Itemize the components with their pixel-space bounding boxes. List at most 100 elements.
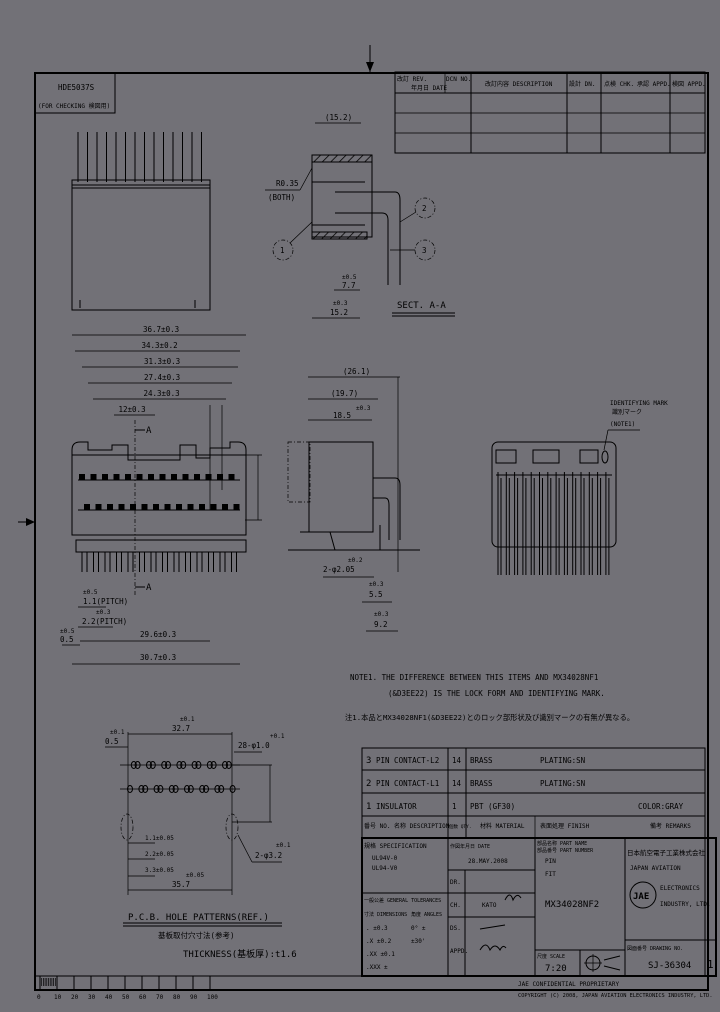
side-dim-2-phi: 2-φ2.05 <box>323 565 355 574</box>
sect-radius: R0.35 <box>276 179 299 188</box>
title-block: 規格 SPECIFICATION UL94V-0 UL94-V0 一般公差 GE… <box>361 837 717 999</box>
parts-material: BRASS <box>470 756 493 765</box>
pcb-hole <box>229 785 236 793</box>
contact-lower <box>164 504 171 510</box>
identifying-mark-label-jp: 識別マーク <box>612 408 642 416</box>
note-line-jp: 注1.本品とMX34028NF1(&D3EE22)とのロック部形状及び識別マーク… <box>345 713 634 722</box>
pcb-hole <box>222 761 228 769</box>
pcb-dim-1-1: 1.1±0.05 <box>145 835 174 842</box>
pcb-title-jp: 基板取付穴寸法(参考) <box>158 930 235 940</box>
front-dim-label: ±0.3 <box>96 609 111 616</box>
side-tol-5-5: ±0.3 <box>369 581 384 588</box>
balloon-3: 3 <box>422 246 427 255</box>
rev-header-description: 改訂内容 DESCRIPTION <box>485 80 553 88</box>
rev-header-dn: 設計 DN. <box>569 80 595 88</box>
ruler-label: 10 <box>54 994 62 1001</box>
part-sub: PIN <box>545 858 556 865</box>
role-ch: CH. <box>450 902 461 909</box>
scale-value: 7:20 <box>545 964 567 974</box>
pcb-hole <box>130 761 137 769</box>
pcb-hole <box>146 761 152 769</box>
contact-lower <box>95 504 102 510</box>
role-ds: DS. <box>450 925 461 932</box>
part-name-label: 部品名称 PART NAME <box>537 840 587 847</box>
side-dim-18-5: 18.5 <box>333 411 351 420</box>
contact-upper <box>102 474 108 480</box>
pcb-tol-0-5: ±0.1 <box>110 729 125 736</box>
approver-signature <box>479 944 507 952</box>
parts-no: 2 <box>366 779 371 789</box>
contact-upper <box>148 474 154 480</box>
pcb-hole <box>214 785 221 793</box>
parts-qty: 14 <box>452 756 462 765</box>
left-center-arrow <box>18 518 35 526</box>
sheet-border <box>34 72 709 991</box>
contact-upper <box>125 474 131 480</box>
contact-lower <box>84 504 90 510</box>
parts-description: PIN CONTACT-L1 <box>376 779 439 788</box>
note-line-1: NOTE1. THE DIFFERENCE BETWEEN THIS ITEMS… <box>350 673 598 682</box>
sect-tol-1: ±0.5 <box>342 274 357 281</box>
note-line-2: (&D3EE22) IS THE LOCK FORM AND IDENTIFYI… <box>388 689 605 698</box>
balloon-1: 1 <box>280 246 285 255</box>
contact-upper <box>217 474 223 480</box>
front-view: 36.7±0.334.3±0.231.3±0.327.4±0.324.3±0.3… <box>60 325 262 665</box>
ruler-label: 70 <box>156 994 164 1001</box>
svg-text:JAE: JAE <box>633 892 649 902</box>
parts-description: INSULATOR <box>376 802 417 811</box>
pcb-hole <box>142 785 149 793</box>
pcb-hole <box>218 785 225 793</box>
pcb-hole <box>127 785 133 793</box>
rev-header-appd: 承認 APPD. <box>637 80 671 88</box>
parts-header-material: 材料 MATERIAL <box>480 822 525 830</box>
front-dim-label: 1.1(PITCH) <box>83 597 128 606</box>
rev-header-dcn: DCN NO. <box>446 76 471 83</box>
parts-no: 3 <box>366 756 371 766</box>
front-dim-label: 0.5 <box>60 635 74 644</box>
stamp-code: HDE5037S <box>58 83 95 92</box>
contact-lower <box>187 504 194 510</box>
contact-lower <box>107 504 113 510</box>
pcb-hole <box>180 761 187 769</box>
contact-lower <box>210 504 217 510</box>
pcb-hole <box>161 761 168 769</box>
pcb-hole <box>168 785 175 793</box>
side-dim-9-2: 9.2 <box>374 620 388 629</box>
contact-lower <box>153 504 159 510</box>
section-mark-a-bottom: A <box>146 583 152 593</box>
pcb-hole <box>134 761 141 769</box>
company-name-en-3: INDUSTRY, LTD. <box>660 901 711 908</box>
side-dim-19-7: (19.7) <box>331 389 358 398</box>
pcb-tol-32-7: ±0.1 <box>180 716 195 723</box>
top-center-arrow <box>366 45 374 73</box>
spec-1: UL94V-0 <box>372 855 398 862</box>
ruler-label: 20 <box>71 994 79 1001</box>
section-mark-a-top: A <box>146 426 152 436</box>
contact-upper <box>90 474 97 480</box>
contact-lower <box>141 504 148 510</box>
pcb-dim-2-2: 2.2±0.05 <box>145 851 174 858</box>
ruler-label: 50 <box>122 994 130 1001</box>
contact-upper <box>228 474 235 480</box>
tolerance-label: 一般公差 GENERAL TOLERANCES <box>364 897 441 904</box>
front-dim-label: 29.6±0.3 <box>140 630 176 639</box>
rev-header-check-appd: 検図 APPD. <box>672 80 706 88</box>
ruler-label: 30 <box>88 994 96 1001</box>
ruler-label: 100 <box>207 994 218 1001</box>
drawing-no-label: 図面番号 DRAWING NO. <box>627 945 683 952</box>
contact-upper <box>182 474 189 480</box>
pcb-dim-3-3: 3.3±0.05 <box>145 867 174 874</box>
parts-header-qty: 個数 QTY. <box>449 823 472 830</box>
pcb-hole <box>165 761 171 769</box>
pcb-hole <box>203 785 209 793</box>
pcb-hole <box>195 761 202 769</box>
contact-upper <box>79 474 85 480</box>
section-title: SECT. A-A <box>397 301 446 311</box>
pcb-title: P.C.B. HOLE PATTERNS(REF.) <box>128 913 269 923</box>
pcb-holes-tol: +0.1 <box>270 733 285 740</box>
date-label: 作図年月日 DATE <box>450 843 490 850</box>
contact-lower <box>130 504 136 510</box>
part-number: MX34028NF2 <box>545 900 599 910</box>
